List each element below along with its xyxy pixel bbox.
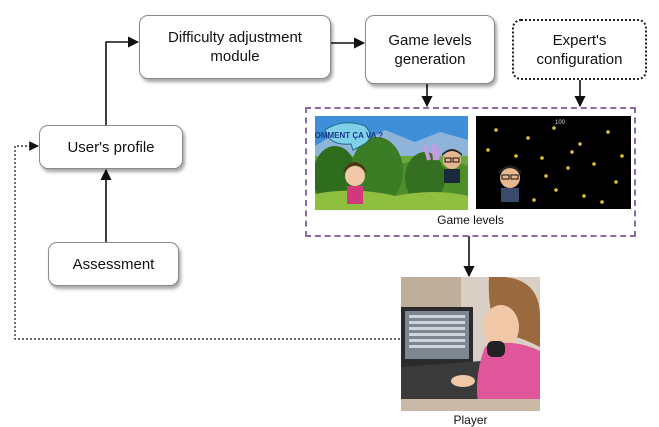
- level1-speech-bubble: COMMENT ÇA VA ?: [315, 131, 383, 140]
- arrow-profile-to-difficulty: [105, 36, 140, 125]
- game-level-2-screenshot: 100: [476, 116, 631, 209]
- level2-score: 100: [555, 120, 566, 126]
- game-levels-generation-box: Game levels generation: [365, 15, 495, 84]
- player-photo: [401, 277, 540, 411]
- users-profile-box: User's profile: [39, 125, 183, 169]
- game-levels-frame: [305, 107, 636, 237]
- player-caption: Player: [453, 413, 488, 427]
- arrow-player-feedback-to-profile: [14, 141, 400, 340]
- game-levels-caption: Game levels: [437, 213, 504, 227]
- assessment-box: Assessment: [48, 242, 179, 286]
- game-level-1-screenshot: COMMENT ÇA VA ?: [315, 116, 468, 210]
- difficulty-adjustment-module-box: Difficulty adjustment module: [139, 15, 331, 79]
- experts-configuration-box: Expert's configuration: [512, 19, 647, 80]
